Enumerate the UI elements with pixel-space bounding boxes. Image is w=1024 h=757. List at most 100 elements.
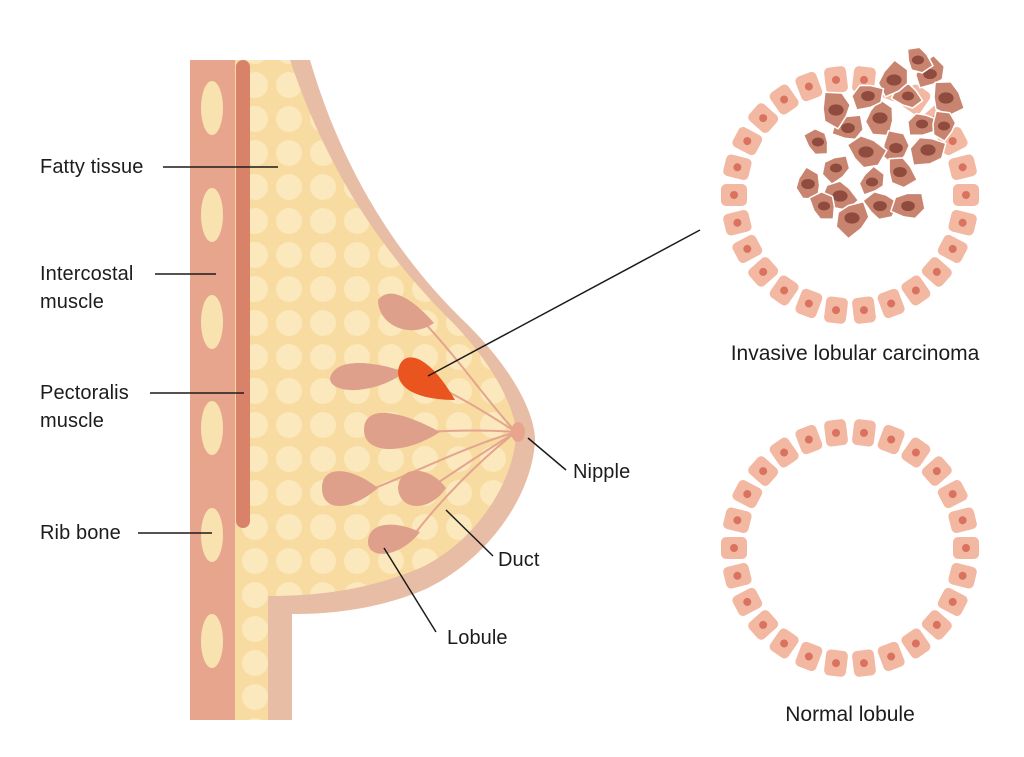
epithelial-cell [793,286,825,321]
lobule-shape [330,362,405,391]
cancer-cell [909,136,947,166]
epithelial-cell [850,647,878,679]
epithelial-cell [935,585,970,618]
leader-lines [138,166,701,633]
rib-bone-shape [201,508,223,562]
epithelial-cell [746,255,781,289]
rib-bone-shape [201,295,223,349]
epithelial-cell [951,535,981,561]
epithelial-cell [850,294,878,326]
rib-bone-shape [201,401,223,455]
tumor-lobule [398,357,455,400]
rib-band [190,60,235,720]
epithelial-cell [767,82,801,117]
cancer-cell [890,192,926,220]
epithelial-cell [721,505,754,535]
cancer-cell-cluster [795,46,966,240]
epithelial-cell [919,454,954,488]
epithelial-cell [935,232,970,265]
cancer-cell [888,157,918,189]
epithelial-cell [946,208,979,238]
epithelial-cell [721,561,754,591]
caption-normal-lobule: Normal lobule [785,703,915,726]
epithelial-cell [767,273,801,308]
nipple-shape [511,422,525,442]
epithelial-cell [899,273,933,308]
lobule-shape [322,471,378,506]
epithelial-cell [719,182,749,208]
rib-bone-shape [201,614,223,668]
normal-lobule-detail [719,417,981,679]
cancer-cell [795,166,821,201]
label-intercostal-line1: Intercostal [40,263,134,285]
lobule-shape [398,470,446,506]
rib-bone-shape [201,188,223,242]
epithelial-cell [946,561,979,591]
cancer-cell [835,200,870,240]
epithelial-cell [822,294,850,326]
cancer-cell [932,110,957,142]
epithelial-cell [746,101,781,135]
epithelial-cell [793,69,825,104]
lobule-shape [378,293,434,331]
label-lobule: Lobule [447,627,508,649]
rib-bones [201,81,223,668]
lobule-shape [368,524,420,554]
cancer-cell [851,84,885,111]
leader-lobule [383,547,437,633]
epithelial-cell [746,454,781,488]
cancer-cell [802,127,829,156]
epithelial-cell [946,505,979,535]
ducts [374,317,517,541]
epithelial-cell [767,626,801,661]
lobule-shape [364,412,440,450]
leader-duct [445,509,494,557]
cancer-cell [862,191,900,221]
label-intercostal-muscle: Intercostal muscle [40,260,133,316]
epithelial-cell [899,626,933,661]
epithelial-cell [935,478,970,511]
epithelial-cell [875,286,907,321]
label-pectoralis-line2: muscle [40,410,104,432]
cancer-cell [846,135,888,169]
epithelial-cell [730,585,765,618]
label-duct: Duct [498,549,540,571]
epithelial-cell [951,182,981,208]
cancer-cell [858,165,885,196]
epithelial-cell [919,255,954,289]
epithelial-cell [730,232,765,265]
leader-tumor [427,229,701,377]
cancer-cell [877,59,909,98]
epithelial-cell [899,435,933,470]
pectoralis-muscle-strip [236,60,250,528]
epithelial-cell [875,639,907,674]
rib-bone-shape [201,81,223,135]
epithelial-cell [721,152,754,182]
cancer-cell [822,91,851,130]
epithelial-cell [822,417,850,449]
cancer-cell [906,46,934,74]
cancer-cell [808,191,836,220]
epithelial-cell [919,608,954,642]
epithelial-cell [822,64,850,96]
epithelial-cell [746,608,781,642]
leader-nipple [527,437,567,471]
epithelial-cell [875,422,907,457]
cancer-cell [907,112,939,136]
epithelial-cell [730,125,765,158]
epithelial-cell [730,478,765,511]
epithelial-cell [767,435,801,470]
label-intercostal-line2: muscle [40,291,104,313]
label-rib-bone: Rib bone [40,522,121,544]
lobules [322,293,446,554]
epithelial-cell [719,535,749,561]
epithelial-cell [793,639,825,674]
epithelial-cell [946,152,979,182]
epithelial-cell [822,647,850,679]
label-fatty-tissue: Fatty tissue [40,156,144,178]
epithelial-cell [721,208,754,238]
epithelial-cell [793,422,825,457]
epithelial-cell [850,417,878,449]
